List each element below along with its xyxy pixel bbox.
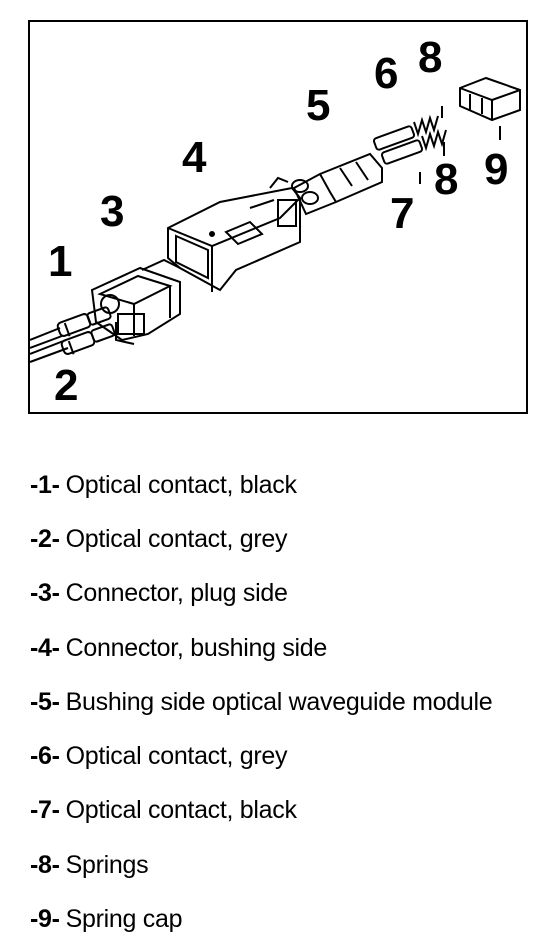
legend-number: -7- <box>30 796 60 825</box>
legend-number: -4- <box>30 633 60 662</box>
diagram-frame: 1 2 3 4 5 6 7 8 8 9 <box>28 20 528 414</box>
legend-number: -1- <box>30 470 60 499</box>
connector-exploded-view: 1 2 3 4 5 6 7 8 8 9 <box>30 33 521 410</box>
callout-4: 4 <box>182 133 207 182</box>
legend-number: -9- <box>30 905 60 934</box>
optical-contact-cables <box>30 306 116 363</box>
legend-number: -5- <box>30 687 60 716</box>
legend-number: -3- <box>30 579 60 608</box>
legend-label: Connector, bushing side <box>65 633 328 662</box>
legend-label: Connector, plug side <box>65 579 288 608</box>
legend-number: -6- <box>30 742 60 771</box>
legend-item-7: -7- Optical contact, black <box>30 784 550 838</box>
connector-plug-side <box>90 258 181 345</box>
callout-7: 7 <box>390 189 414 238</box>
legend-item-3: -3- Connector, plug side <box>30 567 550 621</box>
callout-2: 2 <box>54 361 78 410</box>
legend-item-4: -4- Connector, bushing side <box>30 621 550 675</box>
legend-label: Optical contact, black <box>65 470 297 499</box>
callout-5: 5 <box>306 81 330 130</box>
legend-number: -8- <box>30 850 60 879</box>
legend-label: Spring cap <box>65 905 183 934</box>
callout-9: 9 <box>484 145 508 194</box>
legend-item-9: -9- Spring cap <box>30 892 550 946</box>
legend-label: Bushing side optical waveguide module <box>65 687 493 716</box>
callout-6: 6 <box>374 49 398 98</box>
legend-item-2: -2- Optical contact, grey <box>30 512 550 566</box>
legend-number: -2- <box>30 524 60 553</box>
callout-3: 3 <box>100 187 124 236</box>
legend-item-6: -6- Optical contact, grey <box>30 729 550 783</box>
contacts-and-springs <box>372 106 447 184</box>
legend-label: Optical contact, grey <box>65 742 288 771</box>
legend-item-5: -5- Bushing side optical waveguide modul… <box>30 675 550 729</box>
legend-item-8: -8- Springs <box>30 838 550 892</box>
legend-item-1: -1- Optical contact, black <box>30 458 550 512</box>
connector-bushing-side <box>167 176 301 292</box>
waveguide-module <box>291 152 383 216</box>
callout-8a: 8 <box>418 33 442 82</box>
callout-1: 1 <box>48 237 72 286</box>
spring-cap <box>459 76 521 140</box>
callout-8b: 8 <box>434 155 458 204</box>
legend-label: Optical contact, grey <box>65 524 288 553</box>
legend-label: Optical contact, black <box>65 796 297 825</box>
legend-label: Springs <box>65 850 149 879</box>
parts-legend: -1- Optical contact, black -2- Optical c… <box>30 458 550 947</box>
